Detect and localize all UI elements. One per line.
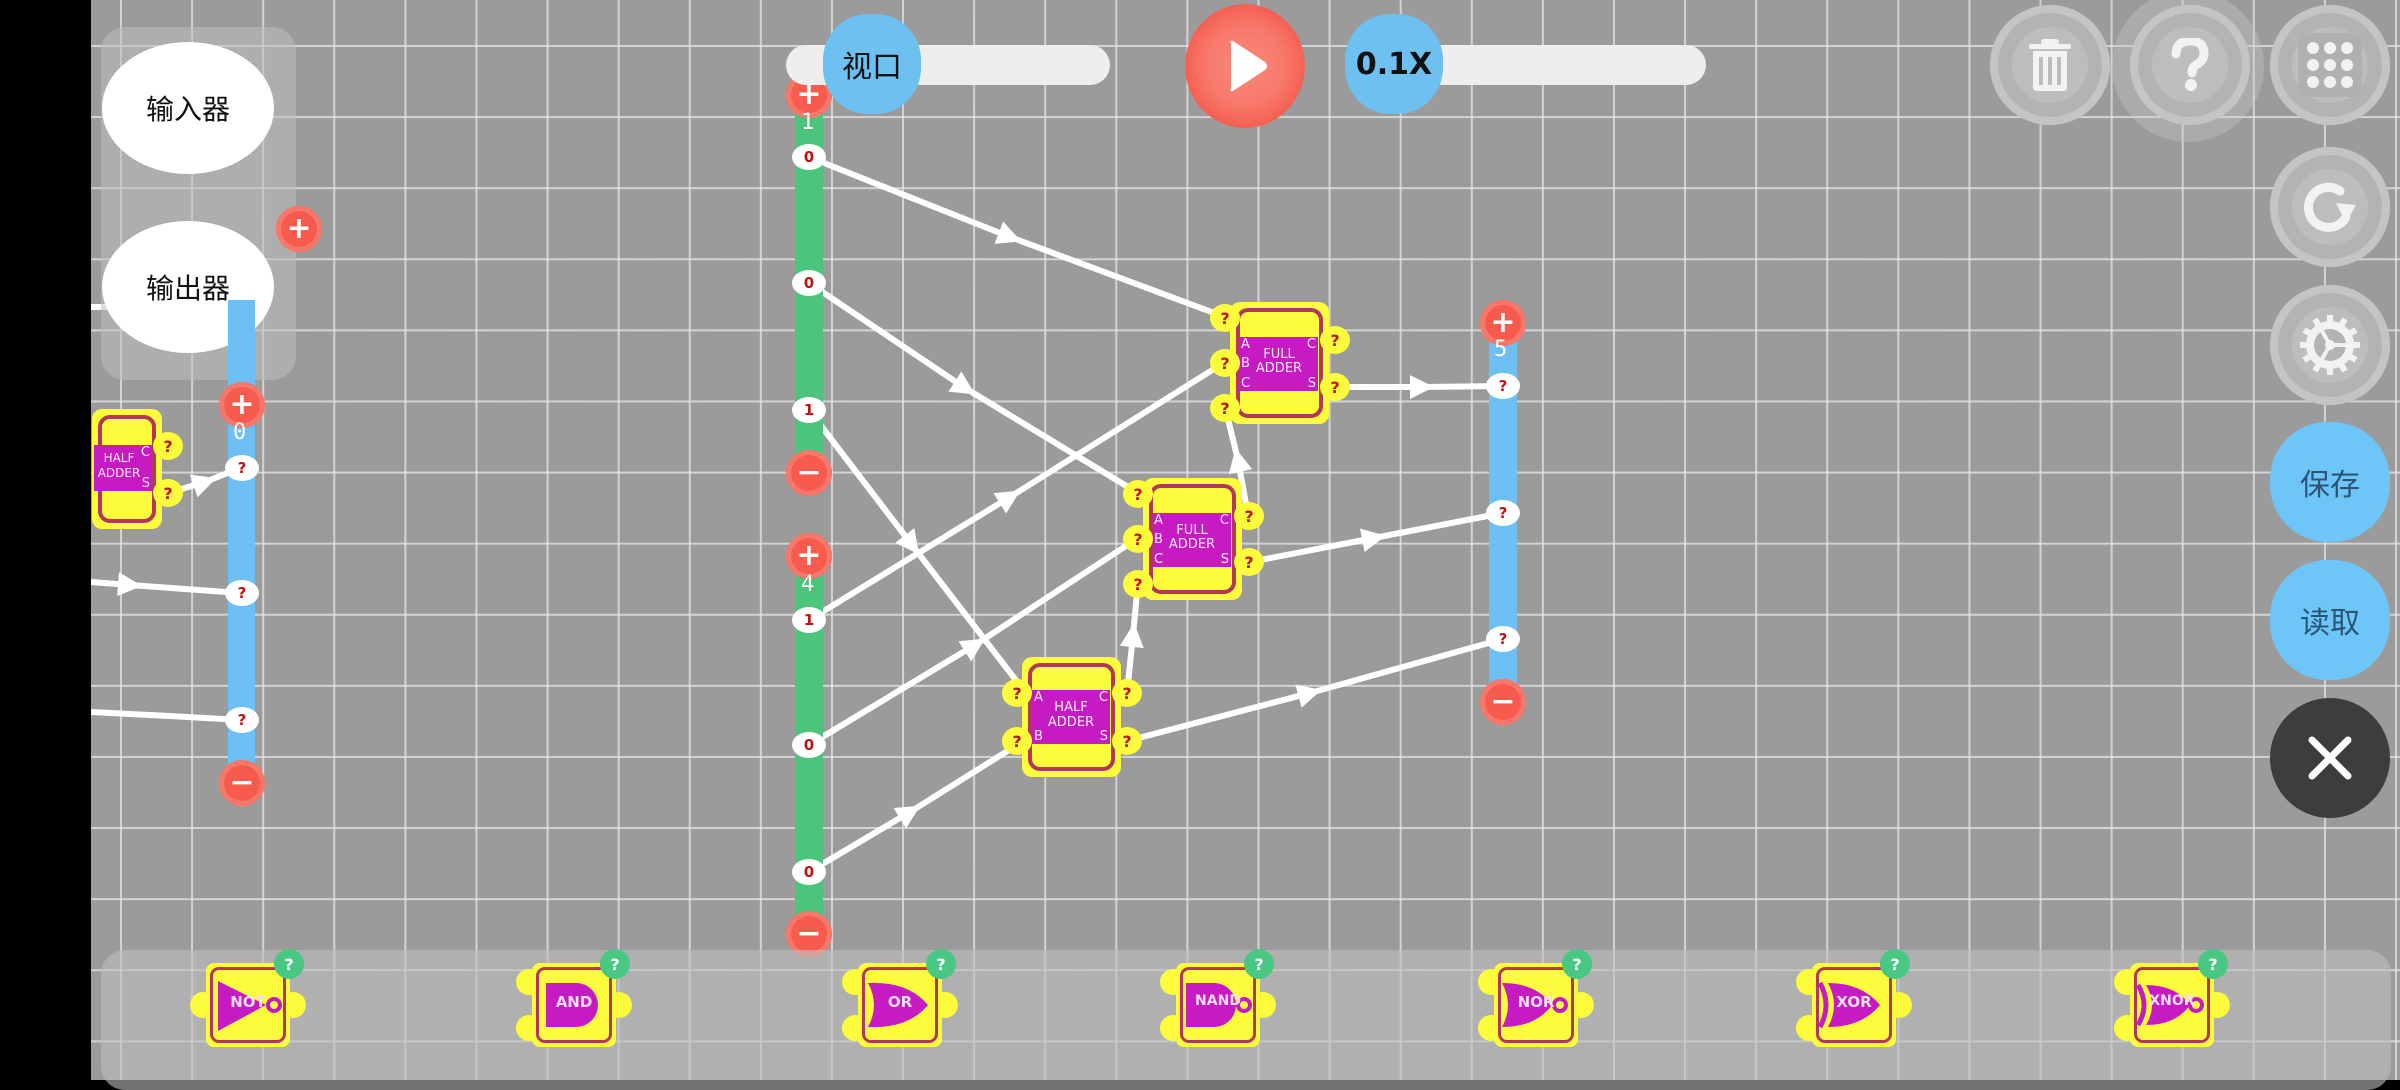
input-rail-4-label: 4 [801,572,815,597]
chip-half-adder[interactable]: HALF ADDER A B C S [1022,657,1121,777]
add-input-button[interactable]: 输入器 [102,42,274,174]
output-rail-0-pin[interactable]: ? [225,707,259,733]
output-rail-5-pin[interactable]: ? [1486,373,1520,399]
chip-half-adder-offscreen[interactable]: HALF ADDER C S [92,409,162,529]
gate-help-icon[interactable]: ? [926,949,956,979]
output-rail-0-plus-hidden[interactable]: + [276,206,322,252]
settings-button[interactable] [2270,285,2390,405]
input-rail-4-pin[interactable]: 1 [792,607,826,633]
close-button[interactable] [2270,698,2390,818]
input-rail-1-minus[interactable]: − [786,450,832,496]
output-rail-0-minus[interactable]: − [219,760,265,806]
palette-gate-or[interactable]: OR ? [842,949,958,1047]
chip-port-out[interactable]: ? [153,479,183,507]
output-rail-5-minus[interactable]: − [1480,679,1526,725]
palette-gate-not[interactable]: NOT ? [190,949,306,1047]
chip-port-in[interactable]: ? [1002,727,1032,755]
chip-port-in[interactable]: ? [1210,304,1240,332]
gate-help-icon[interactable]: ? [600,949,630,979]
refresh-icon [2304,182,2356,232]
help-button[interactable] [2130,5,2250,125]
menu-button[interactable] [2270,5,2390,125]
add-output-button[interactable]: 输出器 [102,221,274,353]
input-rail-4-plus[interactable]: + [786,533,832,579]
chip-port-in[interactable]: ? [1123,480,1153,508]
gate-help-icon[interactable]: ? [1562,949,1592,979]
input-rail-1-pin[interactable]: 1 [792,397,826,423]
gate-help-icon[interactable]: ? [1244,949,1274,979]
input-rail-4-pin[interactable]: 0 [792,859,826,885]
question-icon [2171,38,2209,91]
output-rail-0-pin[interactable]: ? [225,580,259,606]
play-button[interactable] [1185,4,1305,128]
close-icon [2308,736,2352,780]
speed-slider-knob[interactable]: 0.1X [1345,14,1443,114]
output-rail-5-pin[interactable]: ? [1486,626,1520,652]
chip-port-out[interactable]: ? [1234,502,1264,530]
chip-port-out[interactable]: ? [1320,373,1350,401]
reset-button[interactable] [2270,147,2390,267]
input-rail-4-pin[interactable]: 0 [792,732,826,758]
output-rail-0-pin[interactable]: ? [225,455,259,481]
palette-gate-xor[interactable]: XOR ? [1796,949,1912,1047]
load-button[interactable]: 读取 [2270,560,2390,680]
palette-gate-nor[interactable]: NOR ? [1478,949,1594,1047]
delete-button[interactable] [1990,5,2110,125]
gate-help-icon[interactable]: ? [274,949,304,979]
chip-port-out[interactable]: ? [1234,548,1264,576]
input-rail-1-label: 1 [801,110,815,135]
gear-icon [2300,315,2360,375]
chip-port-out[interactable]: ? [1112,727,1142,755]
output-rail-0[interactable] [228,300,255,780]
chip-port-in[interactable]: ? [1002,679,1032,707]
output-rail-0-label: 0 [233,420,247,445]
chip-port-out[interactable]: ? [1112,679,1142,707]
view-slider-knob[interactable]: 视口 [823,14,921,114]
output-rail-5-pin[interactable]: ? [1486,500,1520,526]
chip-port-in[interactable]: ? [1210,349,1240,377]
palette-gate-xnor[interactable]: XNOR ? [2114,949,2230,1047]
palette-gate-nand[interactable]: NAND ? [1160,949,1276,1047]
gate-help-icon[interactable]: ? [2198,949,2228,979]
input-rail-1-pin[interactable]: 0 [792,270,826,296]
output-rail-5-label: 5 [1494,337,1508,362]
grid-icon [2298,33,2362,97]
output-rail-5-plus[interactable]: + [1480,300,1526,346]
input-rail-1-pin[interactable]: 0 [792,144,826,170]
chip-port-in[interactable]: ? [1123,525,1153,553]
output-rail-0-plus[interactable]: + [219,382,265,428]
gate-help-icon[interactable]: ? [1880,949,1910,979]
chip-port-in[interactable]: ? [1210,394,1240,422]
chip-port-out[interactable]: ? [153,432,183,460]
screen-edge [0,0,91,1080]
play-icon [1230,40,1267,92]
circuit-canvas[interactable] [91,0,2400,1080]
chip-full-adder[interactable]: FULL ADDER A B C C S [1230,302,1329,424]
chip-full-adder[interactable]: FULL ADDER A B C C S [1143,478,1242,600]
chip-port-out[interactable]: ? [1320,326,1350,354]
input-rail-4-minus[interactable]: − [786,911,832,957]
trash-icon [2029,39,2071,91]
save-button[interactable]: 保存 [2270,422,2390,542]
chip-port-in[interactable]: ? [1123,570,1153,598]
palette-gate-and[interactable]: AND ? [516,949,632,1047]
